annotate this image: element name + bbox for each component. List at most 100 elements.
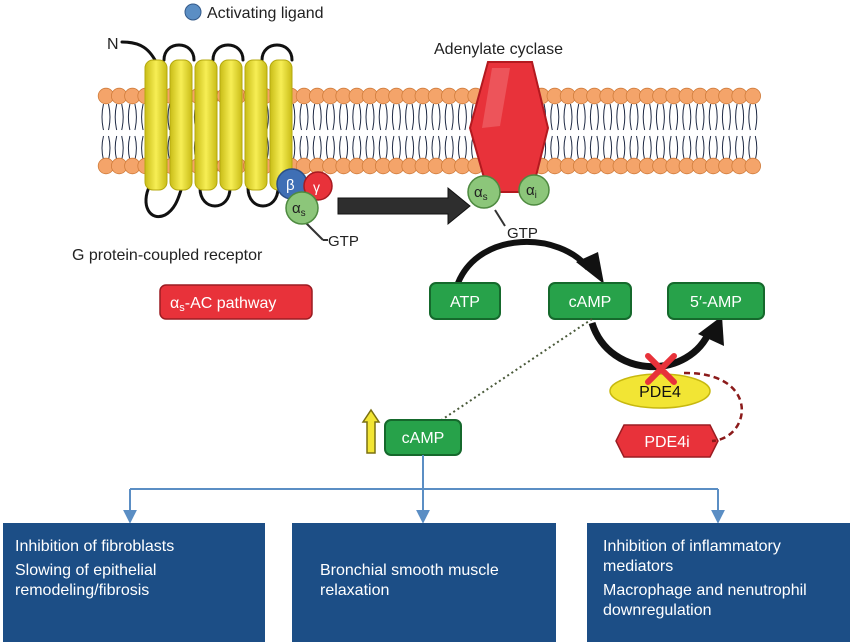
lipid-tail [695, 103, 705, 131]
amp-node-label: 5′-AMP [690, 294, 742, 311]
atp-to-camp-arrowhead-icon [576, 252, 604, 284]
atp-to-camp-arrow [455, 239, 591, 285]
activation-arrow-icon [337, 186, 471, 226]
lipid-tail [378, 135, 388, 161]
outcome-line: Bronchial smooth muscle relaxation [320, 562, 499, 599]
lipid-tail [365, 135, 375, 161]
atp-node-label: ATP [450, 294, 480, 311]
lipid-tail [642, 103, 652, 131]
lipid-tail [114, 103, 124, 131]
lipid-tail [378, 103, 388, 131]
lipid-tail [299, 103, 309, 131]
pathway-badge-label: αs-AC pathway [170, 295, 276, 314]
g-protein-complex: β γ αs [276, 168, 333, 241]
receptor-label: G protein-coupled receptor [72, 247, 263, 264]
gtp-left-label: GTP [328, 233, 359, 250]
beta-label: β [286, 177, 295, 194]
lipid-tail [695, 135, 705, 161]
lipid-tail [682, 135, 692, 161]
camp-increase-label: cAMP [402, 430, 445, 447]
lipid-tail [603, 103, 613, 131]
lipid-tail [616, 135, 626, 161]
lipid-tail [735, 103, 745, 131]
lipid-tail [708, 103, 718, 131]
alpha-i-cyclase-icon [518, 174, 550, 206]
lipid-tail [576, 135, 586, 161]
camp-node [548, 282, 632, 320]
pde4-node-label: PDE4 [639, 384, 681, 401]
gpcr-helices [144, 59, 293, 191]
outcome-line: Macrophage and nenutrophil downregulatio… [603, 582, 807, 619]
lipid-tail [655, 135, 665, 161]
lipid-tail [431, 103, 441, 131]
lipid-tail [550, 103, 560, 131]
outcome-connectors [123, 455, 725, 524]
lipid-head [744, 157, 762, 175]
lipid-tail [735, 135, 745, 161]
lipid-tail [642, 135, 652, 161]
outcome-line: Inhibition of inflammatory mediators [603, 538, 781, 575]
alpha-s-label: αs [292, 200, 306, 219]
pathway-badge [159, 284, 313, 320]
lipid-tail [418, 135, 428, 161]
inhibition-x-icon [645, 353, 677, 385]
amp-node [667, 282, 765, 320]
ligand-icon [184, 3, 202, 21]
lipid-tail [629, 103, 639, 131]
alpha-s-subunit-icon [285, 191, 319, 225]
camp-node-label: cAMP [569, 294, 612, 311]
gamma-label: γ [313, 179, 320, 195]
pde4i-node-label: PDE4i [644, 434, 689, 451]
lipid-tail [550, 135, 560, 161]
outcome-box-fibroblasts: Inhibition of fibroblasts Slowing of epi… [3, 523, 265, 642]
alpha-s-cyclase-icon [467, 175, 501, 209]
camp-dotted-link [439, 318, 593, 422]
lipid-tail [127, 103, 137, 131]
atp-node [429, 282, 501, 320]
lipid-tail [405, 103, 415, 131]
ligand-label: Activating ligand [207, 5, 324, 22]
lipid-tail [312, 103, 322, 131]
lipid-tail [339, 135, 349, 161]
pde4i-inhibition-link [683, 371, 743, 443]
outcome-line: Slowing of epithelial remodeling/fibrosi… [15, 562, 157, 599]
lipid-tail [365, 103, 375, 131]
pde4i-node [615, 424, 719, 458]
lipid-tail [101, 103, 111, 131]
lipid-tail [708, 135, 718, 161]
lipid-tail [655, 103, 665, 131]
increase-arrow-icon [361, 408, 381, 454]
lipid-tail [352, 135, 362, 161]
lipid-tail [391, 135, 401, 161]
lipid-tail [418, 103, 428, 131]
lipid-tail [325, 135, 335, 161]
lipid-tail [589, 103, 599, 131]
lipid-tail [721, 103, 731, 131]
lipid-tail [748, 135, 758, 161]
adenylate-cyclase-icon [468, 61, 550, 193]
lipid-head [744, 87, 762, 105]
lipid-tail [457, 135, 467, 161]
camp-to-amp-arrowhead-icon [698, 316, 724, 346]
cyclase-g-subunits: αs αi [467, 174, 550, 227]
lipid-tail [563, 135, 573, 161]
lipid-tail [312, 135, 322, 161]
outcome-box-bronchial: Bronchial smooth muscle relaxation [292, 523, 556, 642]
adenylate-cyclase-label: Adenylate cyclase [434, 41, 563, 58]
gtp-right-label: GTP [507, 225, 538, 242]
outcome-line: Inhibition of fibroblasts [15, 538, 175, 555]
alpha-i-cyclase-label: αi [526, 182, 537, 201]
lipid-tail [603, 135, 613, 161]
lipid-tail [457, 103, 467, 131]
lipid-tail [576, 103, 586, 131]
lipid-tail [352, 103, 362, 131]
lipid-tail [669, 103, 679, 131]
lipid-tail [589, 135, 599, 161]
lipid-tail [669, 135, 679, 161]
lipid-tail [721, 135, 731, 161]
lipid-tail [444, 103, 454, 131]
lipid-tail [405, 135, 415, 161]
lipid-tail [114, 135, 124, 161]
alpha-s-cyclase-label: αs [474, 184, 488, 203]
